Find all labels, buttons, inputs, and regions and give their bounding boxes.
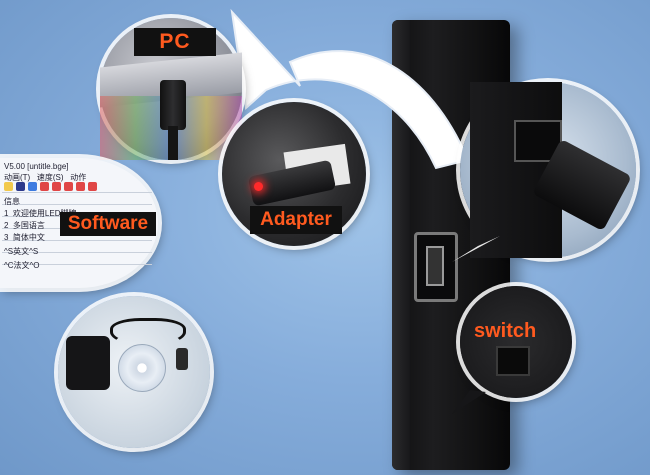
software-row: 1 欢迎使用LED脚牌 [4,209,77,218]
pc-usb-cable [168,126,178,160]
software-label: Software [60,212,156,236]
led-device-edge [392,20,410,470]
adapter-label: Adapter [250,206,342,234]
kit-usb-cable [110,318,186,346]
switch-label: switch [474,320,537,342]
software-row: ^S英文^S [4,247,39,256]
switch-slot [496,346,530,376]
kit-cd-disc-icon [118,344,166,392]
menu-item-speed: 速度(S) [36,173,64,182]
software-row: 2 多国语言 [4,221,45,230]
arrow-right-icon [64,182,73,191]
arrow-down-icon [76,182,85,191]
software-menu-bar: 动画(T) 速度(S) 动作 [4,172,86,183]
software-row: ^C法文^O [4,261,40,270]
adapter-led-icon [254,182,263,191]
menu-item-action: 动作 [70,173,87,182]
menu-item-animation: 动画(T) [4,173,31,182]
software-toolbar [4,182,154,194]
software-table-header: 信息 [4,197,20,206]
software-window-title: V5.00 [untitle.bge] [4,162,69,171]
switch-circle [460,286,572,398]
kit-usb-plug [176,348,188,370]
kit-power-adapter [66,336,110,390]
save-icon [16,182,25,191]
open-icon [4,182,13,191]
phone-icon [88,182,97,191]
move-icon [28,182,37,191]
heart-icon [40,182,49,191]
pc-usb-plug [160,80,186,130]
device-usb-port-inner [426,246,444,286]
arrow-left-icon [52,182,61,191]
software-row: 3 简体中文 [4,233,45,242]
pc-label: PC [134,28,216,56]
